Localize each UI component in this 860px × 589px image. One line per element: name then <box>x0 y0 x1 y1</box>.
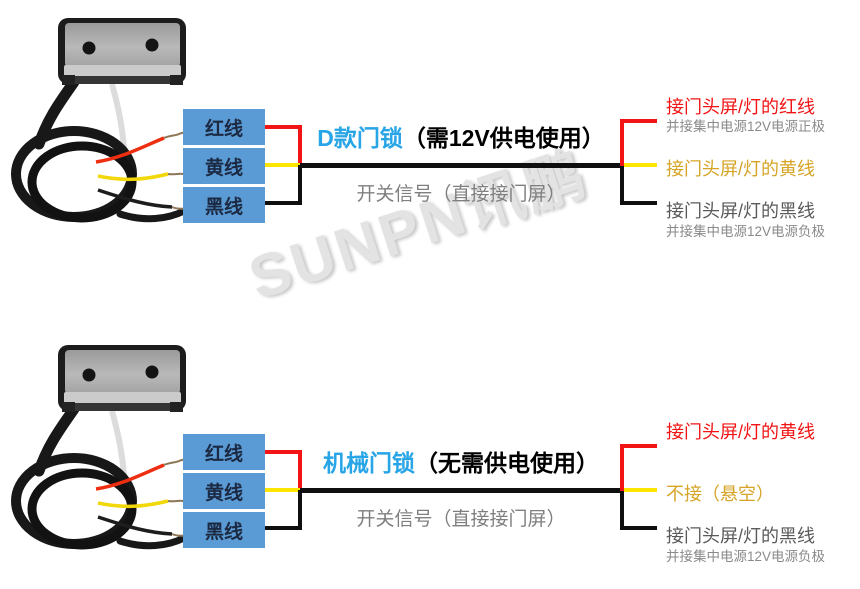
black-wire-left-riser <box>298 165 302 205</box>
red-wire-right-riser <box>620 119 624 167</box>
right-connection-labels: 接门头屏/灯的红线 并接集中电源12V电源正极 接门头屏/灯的黄线 接门头屏/灯… <box>666 95 860 245</box>
wire-box-yellow: 黄线 <box>183 473 265 509</box>
wire-box-black-label: 黑线 <box>204 521 243 543</box>
yellow-wire-right-stub <box>624 488 657 492</box>
diagram-title: D款门锁（需12V供电使用） <box>290 119 632 153</box>
connection-label-red: 接门头屏/灯的红线 <box>666 97 816 117</box>
connection-label-black: 接门头屏/灯的黑线 <box>666 526 816 546</box>
connection-label-top: 接门头屏/灯的黄线 <box>666 422 816 442</box>
black-wire-left-riser <box>298 490 302 530</box>
connection-label-yellow: 接门头屏/灯的黄线 <box>666 159 816 179</box>
signal-bus-line <box>300 163 622 168</box>
signal-bus-line <box>300 488 622 493</box>
yellow-wire-left-stub <box>265 488 304 492</box>
red-wire-left-drop <box>298 450 302 492</box>
wire-box-yellow: 黄线 <box>183 148 265 184</box>
black-wire-right-drop <box>620 491 624 530</box>
wire-box-black: 黑线 <box>183 512 265 548</box>
connection-label-middle: 不接（悬空） <box>666 484 774 504</box>
diagram-title-name: 机械门锁 <box>323 450 415 476</box>
black-wire-left-stub <box>265 201 302 205</box>
diagram-title: 机械门锁（无需供电使用） <box>290 444 632 478</box>
connection-sublabel-black: 并接集中电源12V电源负极 <box>666 224 826 239</box>
black-wire-right-stub <box>620 201 657 205</box>
yellow-wire-right-stub <box>624 163 657 167</box>
red-wire-right-stub <box>620 444 657 448</box>
black-wire-left-stub <box>265 526 302 530</box>
right-connection-labels: 接门头屏/灯的黄线 不接（悬空） 接门头屏/灯的黑线 并接集中电源12V电源负极 <box>666 420 860 570</box>
wire-box-yellow-label: 黄线 <box>204 157 243 179</box>
red-wire-right-riser <box>620 444 624 492</box>
diagram-title-name: D款门锁 <box>317 125 403 151</box>
diagram-mech-lock: 红线 黄线 黑线 机械门锁（无需供电使用） 开关信号（直接接门屏） 接门头屏/灯… <box>0 420 860 570</box>
diagram-subtitle: 开关信号（直接接门屏） <box>356 184 566 205</box>
black-wire-right-drop <box>620 166 624 205</box>
wire-box-red-label: 红线 <box>204 443 243 465</box>
red-wire-left-drop <box>298 125 302 167</box>
diagram-subtitle: 开关信号（直接接门屏） <box>356 509 566 530</box>
wire-box-red: 红线 <box>183 434 265 470</box>
red-wire-right-stub <box>620 119 657 123</box>
diagram-title-note: （需12V供电使用） <box>402 125 605 151</box>
yellow-wire-left-stub <box>265 163 304 167</box>
wire-box-black: 黑线 <box>183 187 265 223</box>
connection-sublabel-black: 并接集中电源12V电源负极 <box>666 549 826 564</box>
red-wire-left-stub <box>265 450 302 454</box>
wire-box-red: 红线 <box>183 109 265 145</box>
black-wire-right-stub <box>620 526 657 530</box>
connection-label-black: 接门头屏/灯的黑线 <box>666 201 816 221</box>
wire-box-black-label: 黑线 <box>204 196 243 218</box>
red-wire-left-stub <box>265 125 302 129</box>
wire-box-red-label: 红线 <box>204 118 243 140</box>
connection-sublabel-red: 并接集中电源12V电源正极 <box>666 119 826 134</box>
diagram-title-note: （无需供电使用） <box>415 450 599 476</box>
wire-box-yellow-label: 黄线 <box>204 482 243 504</box>
diagram-d-lock: 红线 黄线 黑线 D款门锁（需12V供电使用） 开关信号（直接接门屏） 接门头屏… <box>0 95 860 245</box>
